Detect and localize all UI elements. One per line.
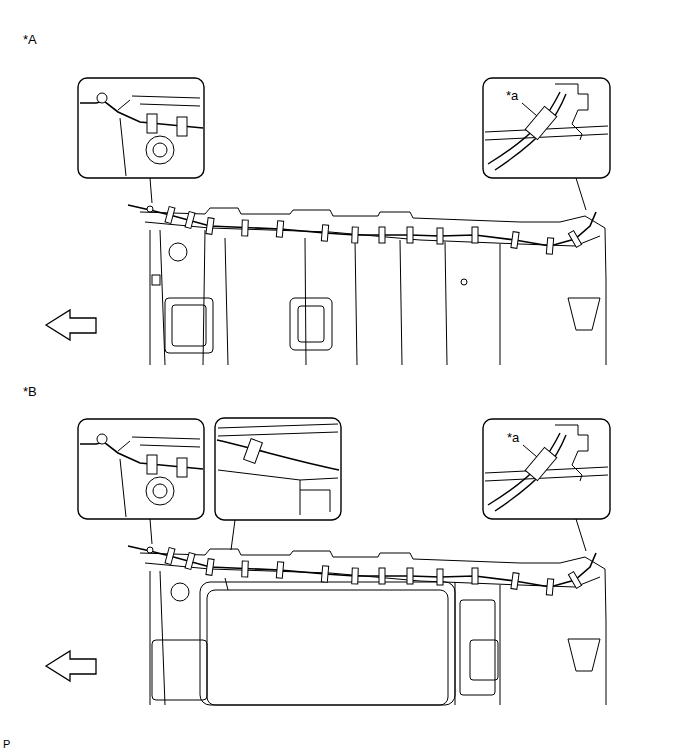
- tape: [379, 568, 385, 584]
- callout-label: *a: [505, 88, 519, 103]
- tape: [206, 218, 214, 235]
- bracket: [470, 640, 498, 680]
- tape: [437, 569, 443, 585]
- bracket: [298, 306, 324, 342]
- tape: [407, 227, 413, 243]
- bracket: [568, 639, 600, 671]
- tapes: [165, 206, 582, 595]
- tape: [185, 552, 195, 569]
- tape: [472, 227, 478, 243]
- wire-harness: [217, 440, 339, 470]
- callout-box: [215, 418, 341, 520]
- view-label: *B: [22, 384, 38, 399]
- tape: [206, 559, 214, 576]
- tape: [568, 572, 581, 589]
- panel-detail: [218, 470, 338, 515]
- hole: [152, 275, 160, 285]
- roof-structure: [150, 571, 606, 705]
- view-label: *A: [22, 32, 38, 47]
- tape: [165, 547, 175, 564]
- panel-a-common: [46, 78, 610, 340]
- bracket: [290, 298, 332, 350]
- tape: [568, 231, 581, 248]
- callout-label: *a: [506, 430, 520, 445]
- bracket: [460, 600, 495, 695]
- tape: [321, 566, 328, 582]
- panel-b-common: [46, 419, 610, 681]
- roof-panel-a: [150, 230, 606, 365]
- tape: [352, 227, 359, 243]
- tape: [276, 562, 283, 578]
- tape: [407, 568, 413, 584]
- leader-line: [523, 445, 537, 457]
- tape: [244, 439, 263, 464]
- hole: [169, 243, 187, 261]
- tape: [321, 225, 328, 241]
- tape: [165, 206, 175, 223]
- leader-line: [522, 103, 537, 116]
- roof-opening: [152, 640, 207, 700]
- tape: [242, 220, 249, 236]
- hole: [461, 279, 467, 285]
- roof-opening: [172, 305, 206, 346]
- roof-edge: [218, 424, 338, 436]
- callout-pointer: [231, 520, 235, 550]
- tape: [546, 238, 553, 254]
- tape: [379, 227, 385, 243]
- roof-opening: [165, 298, 213, 353]
- tape: [276, 221, 283, 237]
- tape: [437, 228, 443, 244]
- tape: [546, 579, 553, 595]
- sunroof-frame: [207, 590, 448, 705]
- tape: [511, 232, 519, 249]
- roof-structure: [150, 230, 606, 365]
- tape: [352, 568, 359, 584]
- figure-code: P: [2, 738, 11, 751]
- sunroof-opening: [200, 582, 455, 705]
- bracket: [568, 298, 600, 330]
- tape: [472, 568, 478, 584]
- hole: [171, 583, 189, 601]
- tape: [185, 211, 195, 228]
- tape: [242, 561, 249, 577]
- tape: [511, 573, 519, 590]
